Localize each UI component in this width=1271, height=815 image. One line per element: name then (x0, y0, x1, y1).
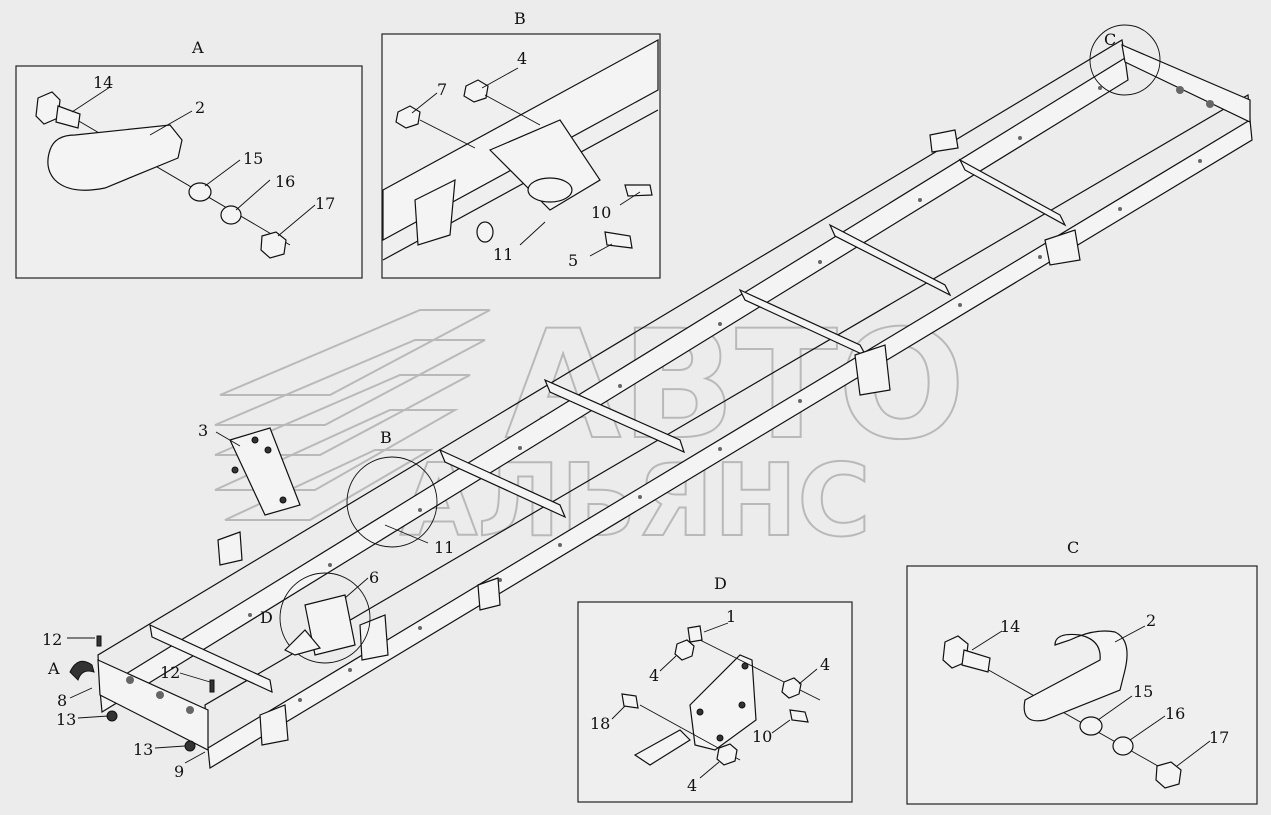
panel-a-label-17: 17 (315, 194, 335, 213)
panel-c-washer (1079, 716, 1103, 736)
panel-c-nut (1155, 761, 1182, 789)
panel-d-bolt-1 (687, 625, 703, 643)
panel-a-nut (260, 231, 287, 259)
panel-c-label-16: 16 (1165, 704, 1185, 723)
panel-c-title: C (1067, 538, 1079, 557)
part-6-mounting-plate (283, 577, 369, 656)
main-label-a: A (47, 659, 60, 678)
part-3-bracket-plate (215, 427, 301, 516)
fifth-wheel-bracket (929, 129, 959, 153)
main-leader-lines (67, 524, 429, 764)
main-label-13a: 13 (56, 710, 76, 729)
panel-d-arm (633, 729, 691, 766)
detail-circle-b (346, 456, 438, 548)
panel-c-label-17: 17 (1209, 728, 1229, 747)
panel-b-bolt-10 (624, 184, 653, 197)
chassis-frame (97, 39, 1253, 770)
panel-c-label-15: 15 (1133, 682, 1153, 701)
front-spring-bracket-mid (359, 614, 389, 661)
panel-a-title: A (191, 38, 204, 57)
front-spring-bracket-right (259, 704, 289, 746)
panel-d-label-4b: 4 (820, 655, 830, 674)
right-side-rail (207, 118, 1253, 770)
panel-a-lock-washer (220, 205, 242, 225)
cross-member-6 (149, 623, 273, 694)
panel-b-title: B (514, 9, 526, 28)
panel-b-nut-4 (463, 79, 489, 103)
main-label-b: B (380, 428, 392, 447)
cross-member-4 (543, 378, 686, 454)
main-label-3: 3 (198, 421, 208, 440)
panel-b-label-4: 4 (517, 49, 527, 68)
panel-d-nut-4c (716, 743, 738, 766)
panel-a-label-16: 16 (275, 172, 295, 191)
front-cross-member (97, 659, 209, 751)
panel-b-label-7: 7 (437, 80, 447, 99)
main-label-8: 8 (57, 691, 67, 710)
detail-panel-b: B 4 7 10 11 5 (381, 9, 661, 279)
small-hardware (96, 635, 215, 752)
left-side-rail (99, 57, 1129, 714)
panel-a-label-14: 14 (93, 73, 113, 92)
panel-a-label-15: 15 (243, 149, 263, 168)
main-label-12b: 12 (160, 663, 180, 682)
spring-bracket-3 (477, 577, 501, 611)
panel-a-tow-hook (47, 124, 183, 191)
detail-panel-d: D 1 4 4 18 10 4 (577, 574, 853, 803)
panel-b-label-5: 5 (568, 251, 578, 270)
panel-d-title: D (714, 574, 727, 593)
panel-b-bushing (476, 221, 494, 243)
detail-circle-c (1089, 24, 1161, 96)
cross-member-2 (828, 223, 952, 297)
main-label-9: 9 (174, 762, 184, 781)
spring-bracket-1 (854, 344, 891, 396)
panel-d-label-18: 18 (590, 714, 610, 733)
watermark: АВТО АЛЬЯНС (214, 298, 966, 560)
panel-d-label-4c: 4 (687, 776, 697, 795)
panel-d-bolt-10 (789, 709, 809, 723)
main-label-c: C (1104, 30, 1116, 49)
rear-cross-member (1121, 44, 1251, 123)
panel-d-nut-4b (781, 677, 802, 699)
main-label-13b: 13 (133, 740, 153, 759)
panel-d-label-1: 1 (726, 607, 736, 626)
front-tow-hook-a (69, 660, 95, 681)
panel-d-label-10: 10 (752, 727, 772, 746)
panel-c-lock-washer (1112, 736, 1134, 756)
spring-bracket-2 (1044, 229, 1081, 266)
detail-circle-d (279, 572, 371, 664)
main-label-11: 11 (434, 538, 454, 557)
detail-panel-c: C 14 2 15 16 17 (906, 538, 1258, 805)
panel-b-label-11: 11 (493, 245, 513, 264)
panel-c-tow-hook (1023, 630, 1128, 722)
main-label-6: 6 (369, 568, 379, 587)
panel-d-label-4a: 4 (649, 666, 659, 685)
panel-a-label-2: 2 (195, 98, 205, 117)
panel-d-nut-4a (674, 639, 695, 661)
panel-b-label-10: 10 (591, 203, 611, 222)
panel-d-bolt-18 (621, 693, 639, 709)
panel-c-label-2: 2 (1146, 611, 1156, 630)
panel-a-washer (188, 182, 212, 202)
front-spring-bracket-left (217, 531, 243, 566)
main-label-d: D (260, 608, 273, 627)
cross-member-5 (438, 448, 567, 519)
detail-panel-a: A 14 2 15 16 17 (15, 38, 363, 279)
cross-member-1 (958, 158, 1067, 227)
panel-d-plate (689, 654, 757, 751)
main-label-12a: 12 (42, 630, 62, 649)
panel-c-label-14: 14 (1000, 617, 1020, 636)
